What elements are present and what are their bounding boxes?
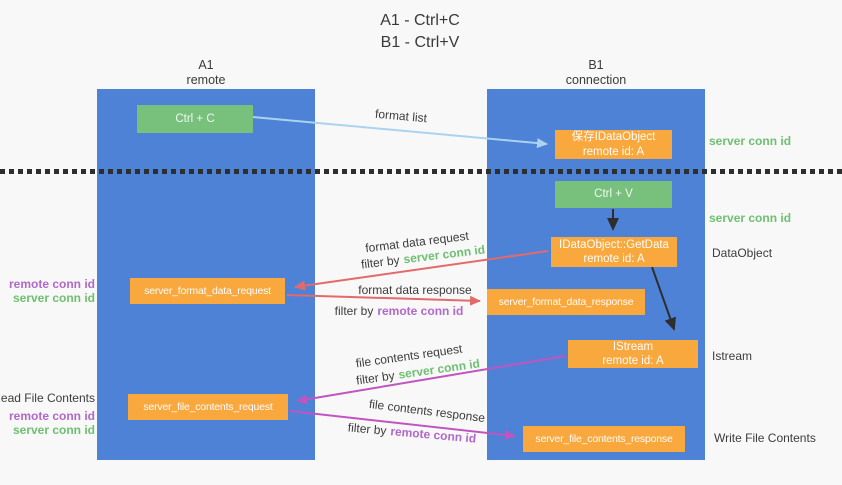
lifeline-header-b1: B1 connection: [487, 58, 705, 88]
format-list-label: format list: [374, 106, 428, 126]
title-line-2: B1 - Ctrl+V: [380, 33, 460, 51]
file-request-label: server_file_contents_request: [143, 400, 273, 413]
left-server-conn-id-label-2: server conn id: [12, 423, 95, 437]
right-server-conn-id-label-2: server conn id: [709, 211, 792, 225]
filter-by-text: filter by: [334, 304, 374, 318]
file-contents-response-label: file contents response: [368, 396, 486, 426]
format-response-label: server_format_data_response: [498, 295, 634, 308]
write-file-contents-label: Write File Contents: [714, 431, 816, 445]
server-file-contents-request-box: server_file_contents_request: [128, 394, 288, 420]
lifeline-b1-subtitle: connection: [565, 72, 627, 87]
lifeline-header-a1: A1 remote: [97, 58, 315, 88]
lifeline-b1-name: B1: [588, 58, 604, 72]
save-idataobject-line1: 保存IDataObject: [571, 131, 656, 144]
right-server-conn-id-label-1: server conn id: [709, 134, 792, 148]
remote-conn-id-text: remote conn id: [377, 304, 464, 318]
ctrl-c-label: Ctrl + C: [175, 112, 215, 125]
istream-side-label: Istream: [712, 349, 753, 363]
idataobject-getdata-box: IDataObject::GetData remote id: A: [551, 237, 677, 267]
read-file-contents-label: Read File Contents: [0, 391, 95, 405]
lifeline-a1-name: A1: [198, 58, 214, 72]
ctrl-v-box: Ctrl + V: [555, 181, 672, 208]
save-idataobject-line2: remote id: A: [582, 145, 645, 158]
format-request-label: server_format_data_request: [144, 284, 271, 297]
server-format-data-request-box: server_format_data_request: [130, 278, 285, 304]
server-file-contents-response-box: server_file_contents_response: [523, 426, 685, 452]
left-server-conn-id-label-1: server conn id: [12, 291, 95, 305]
ctrl-v-label: Ctrl + V: [594, 188, 633, 201]
filter-by-text: filter by: [347, 420, 388, 438]
server-format-data-response-box: server_format_data_response: [487, 289, 645, 315]
file-response-label: server_file_contents_response: [535, 432, 673, 445]
diagram-title: A1 - Ctrl+C B1 - Ctrl+V: [330, 10, 510, 53]
left-remote-conn-id-label-1: remote conn id: [8, 277, 95, 291]
title-line-1: A1 - Ctrl+C: [380, 12, 460, 29]
save-idataobject-box: 保存IDataObject remote id: A: [555, 130, 672, 159]
filter-by-text: filter by: [360, 252, 401, 272]
istream-line2: remote id: A: [602, 355, 664, 367]
format-data-response-label: format data response: [358, 283, 472, 297]
lifeline-a1-subtitle: remote: [186, 72, 226, 87]
istream-line1: IStream: [612, 340, 654, 353]
session-separator-line: [0, 169, 842, 174]
getdata-line2: remote id: A: [583, 253, 645, 265]
filter-by-text: filter by: [355, 368, 396, 388]
left-remote-conn-id-label-2: remote conn id: [8, 409, 95, 423]
istream-box: IStream remote id: A: [568, 340, 698, 368]
ctrl-c-box: Ctrl + C: [137, 105, 253, 133]
dataobject-label: DataObject: [712, 246, 773, 260]
remote-conn-id-text: remote conn id: [389, 424, 477, 446]
getdata-line1: IDataObject::GetData: [559, 238, 669, 251]
